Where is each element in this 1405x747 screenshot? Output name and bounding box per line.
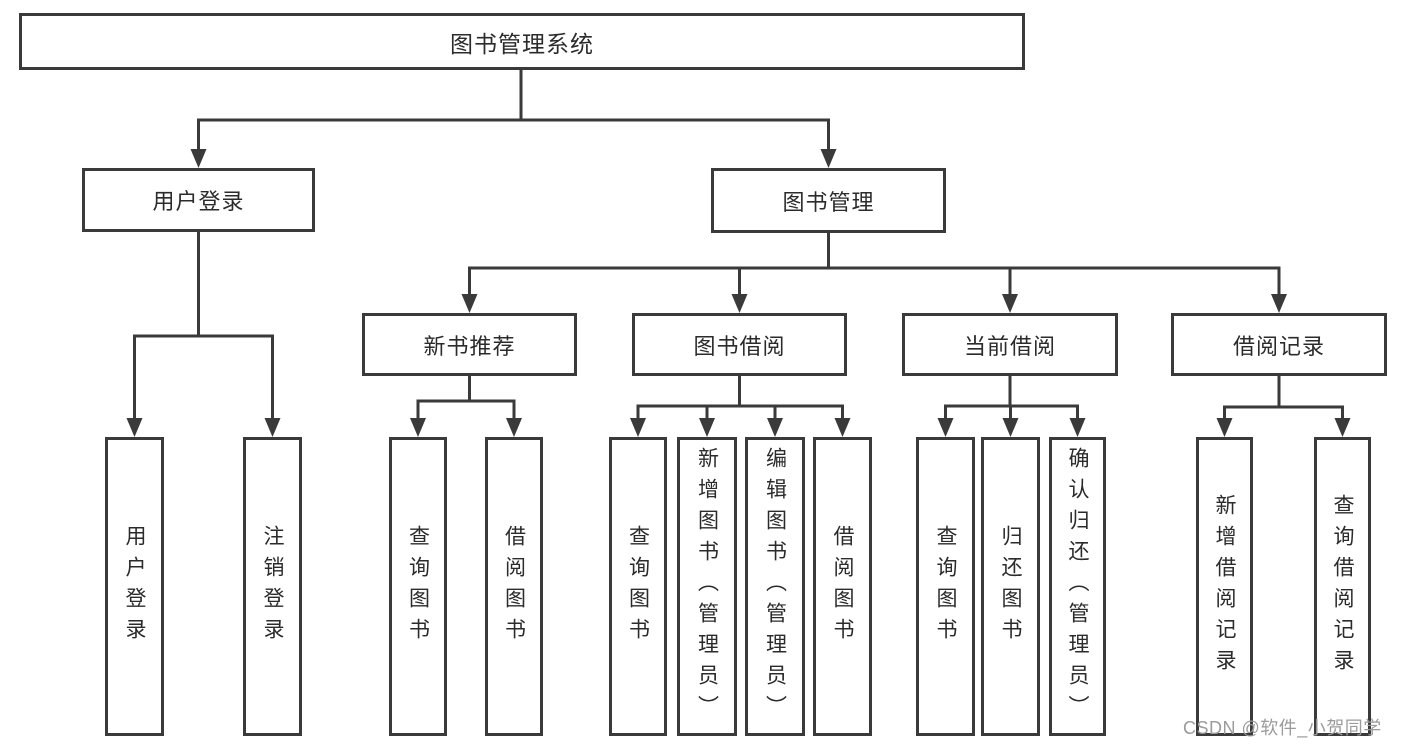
leaf-query-books-3: 查询图书 (916, 437, 975, 736)
connector-records-to-leaves (1216, 376, 1351, 437)
node-label: 查询图书 (626, 524, 650, 649)
leaf-add-borrow-record: 新增借阅记录 (1196, 437, 1253, 736)
connector-borrow-to-leaves (630, 376, 851, 437)
node-label: 用户登录 (152, 189, 245, 214)
node-new-book-recommend: 新书推荐 (362, 313, 577, 376)
node-label: 注销登录 (261, 524, 284, 649)
connector-root-to-level2 (190, 68, 837, 168)
node-label: 图书管理 (782, 189, 875, 215)
node-label: 用户登录 (123, 524, 146, 649)
node-label: 新增借阅记录 (1213, 493, 1236, 680)
node-label: 图书管理系统 (450, 30, 594, 57)
node-label: 图书借阅 (693, 333, 786, 359)
node-label: 借阅记录 (1232, 333, 1325, 359)
node-current-borrowing: 当前借阅 (902, 313, 1118, 376)
leaf-query-books-1: 查询图书 (389, 437, 447, 736)
leaf-confirm-return-admin: 确认归还（管理员） (1049, 437, 1106, 736)
connector-manage-to-level3 (461, 233, 1287, 313)
node-label: 归还图书 (999, 524, 1022, 649)
node-label: 当前借阅 (963, 333, 1056, 359)
node-label: 借阅图书 (502, 524, 526, 649)
leaf-edit-books-admin: 编辑图书（管理员） (745, 437, 805, 736)
leaf-borrow-books-2: 借阅图书 (813, 437, 872, 736)
leaf-query-borrow-record: 查询借阅记录 (1314, 437, 1371, 736)
node-label: 确认归还（管理员） (1066, 447, 1089, 726)
leaf-query-books-2: 查询图书 (609, 437, 667, 736)
node-book-borrowing: 图书借阅 (632, 313, 847, 376)
leaf-user-login: 用户登录 (105, 437, 164, 736)
node-label: 借阅图书 (831, 524, 854, 649)
node-book-management: 图书管理 (711, 168, 946, 233)
connector-login-to-leaves (126, 232, 281, 437)
node-label: 新增图书（管理员） (695, 447, 719, 726)
connector-current-to-leaves (937, 376, 1086, 437)
node-borrowing-records: 借阅记录 (1171, 313, 1387, 376)
connector-newbook-to-leaves (410, 376, 522, 437)
leaf-borrow-books-1: 借阅图书 (485, 437, 543, 736)
node-label: 查询图书 (934, 524, 957, 649)
node-label: 查询图书 (406, 524, 430, 649)
node-library-system: 图书管理系统 (19, 13, 1025, 70)
leaf-add-books-admin: 新增图书（管理员） (677, 437, 737, 736)
node-label: 查询借阅记录 (1331, 493, 1354, 680)
leaf-logout: 注销登录 (243, 437, 302, 736)
leaf-return-books: 归还图书 (981, 437, 1040, 736)
node-user-login: 用户登录 (82, 168, 315, 232)
csdn-watermark: CSDN @软件_小贺同学 (1183, 718, 1382, 738)
node-label: 新书推荐 (423, 333, 516, 359)
node-label: 编辑图书（管理员） (763, 447, 787, 726)
